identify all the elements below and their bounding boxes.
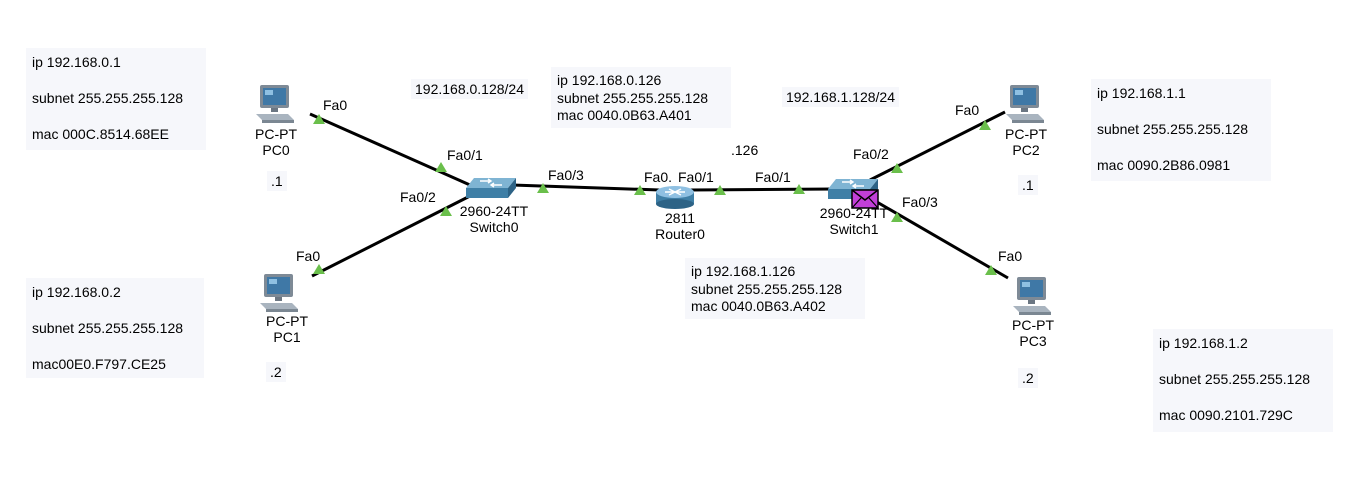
router-icon[interactable] [655,184,695,210]
pc1-host-suffix: .2 [266,362,286,382]
link-pc1-switch0[interactable] [311,194,471,278]
link-switch1-pc3[interactable] [869,196,1009,280]
switch0-model: 2960-24TT [459,203,529,219]
pc3-host-suffix: .2 [1018,368,1038,388]
note-line: mac00E0.F797.CE25 [32,356,166,373]
switch-icon[interactable] [466,176,516,200]
network-right-label: 192.168.1.128/24 [782,87,899,107]
pc1-model: PC-PT [266,313,308,329]
note-line: subnet 255.255.255.128 [1159,371,1311,388]
pc0-model: PC-PT [255,126,297,142]
switch1-port-fa0-3: Fa0/3 [902,194,938,210]
port-marker-switch0-fa0-2 [440,206,452,216]
router0-port-fa0-1: Fa0/1 [678,169,714,185]
switch0-port-fa0-3: Fa0/3 [548,167,584,183]
note-line: mac 000C.8514.68EE [32,126,169,143]
pc0-port-label: Fa0 [323,97,348,113]
switch1-model: 2960-24TT [819,205,889,221]
pc1-name: PC1 [273,329,301,346]
pc2-host-suffix: .1 [1018,175,1038,195]
link-switch1-pc2[interactable] [869,110,1006,182]
pc3-name: PC3 [1019,333,1047,350]
switch1-port-fa0-1: Fa0/1 [755,169,791,185]
port-markers [313,114,997,275]
note-line: ip 192.168.0.2 [32,284,121,300]
switch0-port-fa0-2: Fa0/2 [400,189,436,205]
pc0-host-suffix: .1 [267,171,287,191]
note-pc3-config: ip 192.168.1.2 subnet 255.255.255.128 ma… [1153,329,1333,432]
pc-icon[interactable] [1012,276,1052,316]
port-marker-switch1-fa0-2 [891,163,903,173]
switch0-label: 2960-24TT Switch0 [446,203,542,235]
port-marker-pc2-fa0 [979,120,991,130]
pc3-label: PC-PT PC3 [1005,317,1061,349]
link-router0-switch1[interactable] [689,187,836,192]
link-pc0-switch0[interactable] [309,112,471,187]
switch1-label: 2960-24TT Switch1 [806,205,902,237]
switch0-port-fa0-1: Fa0/1 [447,147,483,163]
note-line: subnet 255.255.255.128 [557,89,709,106]
pc-icon[interactable] [255,84,295,124]
pc1-port-label: Fa0 [296,248,321,264]
switch1-name: Switch1 [829,221,879,238]
port-marker-router0-fa0-1 [714,185,726,195]
port-marker-switch0-fa0-3 [537,183,549,193]
switch1-port-fa0-2: Fa0/2 [853,146,889,162]
port-marker-switch1-fa0-3 [891,212,903,222]
port-marker-pc1-fa0 [313,264,325,274]
note-pc0-config: ip 192.168.0.1 subnet 255.255.255.128 ma… [26,48,206,150]
port-marker-switch1-fa0-1 [793,184,805,194]
pc2-port-label: Fa0 [955,102,980,118]
note-line: subnet 255.255.255.128 [1097,121,1249,138]
pc-icon[interactable] [259,273,299,313]
note-line: mac 0040.0B63.A402 [691,298,826,314]
pc2-name: PC2 [1012,142,1040,159]
note-router0-fa0-1-config: ip 192.168.1.126 subnet 255.255.255.128 … [685,258,865,319]
note-pc2-config: ip 192.168.1.1 subnet 255.255.255.128 ma… [1091,79,1271,181]
port-marker-pc3-fa0 [985,265,997,275]
note-pc1-config: ip 192.168.0.2 subnet 255.255.255.128 ma… [26,278,204,378]
pc3-port-label: Fa0 [998,248,1023,264]
note-line: mac 0040.0B63.A401 [557,107,692,123]
port-marker-switch0-fa0-1 [435,162,447,172]
router0-host-suffix: .126 [731,142,759,158]
note-line: subnet 255.255.255.128 [691,280,843,297]
note-line: ip 192.168.1.126 [691,263,796,279]
note-line: ip 192.168.0.1 [32,54,121,70]
pc0-name: PC0 [262,142,290,159]
pc0-label: PC-PT PC0 [248,126,304,158]
switch0-name: Switch0 [469,219,519,236]
note-line: mac 0090.2B86.0981 [1097,157,1231,174]
pc2-label: PC-PT PC2 [998,126,1054,158]
pc2-model: PC-PT [1005,126,1047,142]
note-line: ip 192.168.0.126 [557,72,662,88]
pc1-label: PC-PT PC1 [259,313,315,345]
pc-icon[interactable] [1005,84,1045,124]
pc3-model: PC-PT [1012,317,1054,333]
port-marker-pc0-fa0 [313,114,325,124]
note-router0-fa0-0-config: ip 192.168.0.126 subnet 255.255.255.128 … [551,67,731,128]
router0-port-fa0-0: Fa0. [644,169,673,185]
note-line: subnet 255.255.255.128 [32,90,184,107]
note-line: ip 192.168.1.1 [1097,85,1186,101]
note-line: subnet 255.255.255.128 [32,320,184,337]
port-marker-router0-fa0-0 [634,185,646,195]
router0-label: 2811 Router0 [645,210,715,242]
envelope-icon[interactable] [851,189,879,209]
note-line: ip 192.168.1.2 [1159,335,1248,351]
network-left-label: 192.168.0.128/24 [411,79,528,99]
router0-name: Router0 [655,226,705,243]
link-switch0-router0[interactable] [511,183,661,192]
note-line: mac 0090.2101.729C [1159,407,1293,424]
router0-model: 2811 [664,210,696,226]
